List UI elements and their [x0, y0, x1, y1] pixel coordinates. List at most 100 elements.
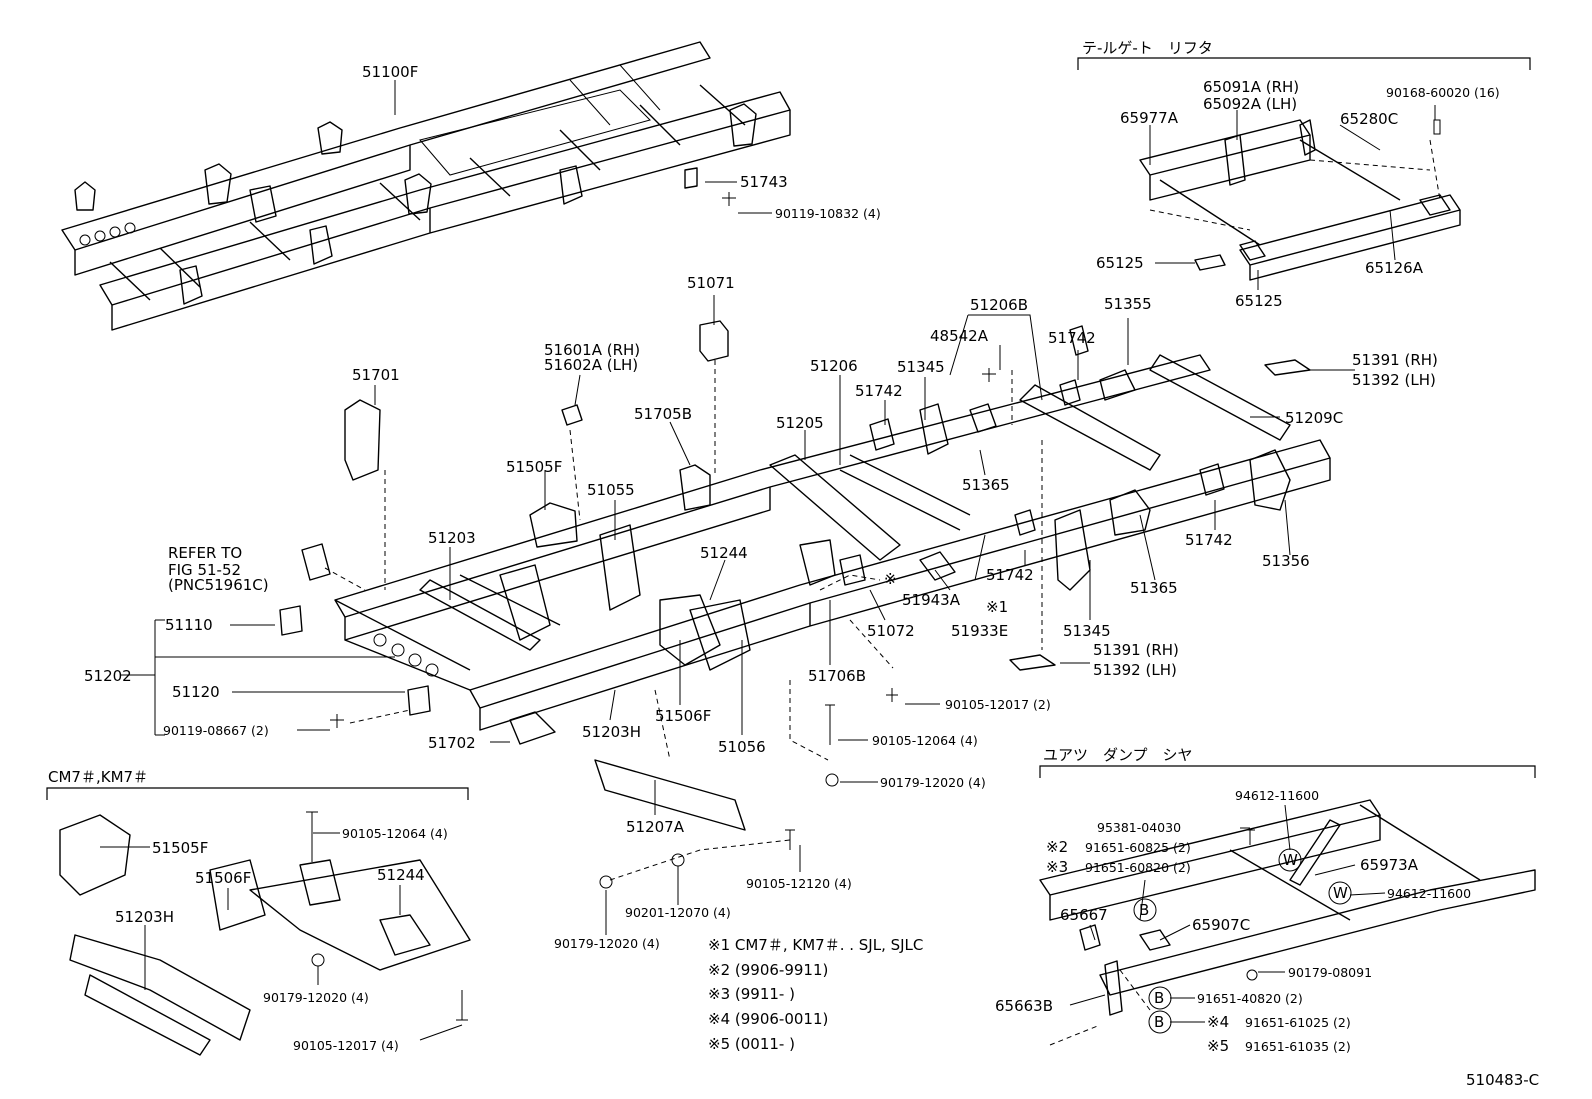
- label-damper-title: ユアツ ダンプ シヤ: [1043, 746, 1193, 764]
- label-mark5: ※5: [1207, 1037, 1229, 1055]
- label-65125-b: 65125: [1235, 292, 1283, 310]
- label-51702: 51702: [428, 734, 476, 752]
- label-65125-a: 65125: [1096, 254, 1144, 272]
- label-91651-60820: 91651-60820 (2): [1085, 860, 1191, 875]
- label-mark4: ※4: [1207, 1013, 1229, 1031]
- frame-assembly-illustration: [61, 41, 791, 331]
- note-5: ※5 (0011- ): [708, 1035, 795, 1053]
- label-90119-08667: 90119-08667 (2): [163, 723, 269, 738]
- cm7-km7-illustration: [46, 787, 471, 1056]
- label-cm-51244: 51244: [377, 866, 425, 884]
- circle-b-1: B: [1139, 901, 1149, 919]
- label-51602A: 51602A (LH): [544, 356, 638, 374]
- label-cm-51203H: 51203H: [115, 908, 174, 926]
- label-51110: 51110: [165, 616, 213, 634]
- label-65907C: 65907C: [1192, 916, 1250, 934]
- label-90179-12020b: 90179-12020 (4): [554, 936, 660, 951]
- label-51392-b: 51392 (LH): [1093, 661, 1177, 679]
- label-48542A: 48542A: [930, 327, 989, 345]
- label-90179-12020: 90179-12020 (4): [880, 775, 986, 790]
- label-51706B: 51706B: [808, 667, 866, 685]
- label-51742-b: 51742: [986, 566, 1034, 584]
- label-51355: 51355: [1104, 295, 1152, 313]
- label-91651-61035: 91651-61035 (2): [1245, 1039, 1351, 1054]
- label-cm-90105-12017: 90105-12017 (4): [293, 1038, 399, 1053]
- label-51933E: 51933E: [951, 622, 1008, 640]
- label-65973A: 65973A: [1360, 856, 1419, 874]
- label-51056: 51056: [718, 738, 766, 756]
- label-65091A: 65091A (RH): [1203, 78, 1299, 96]
- label-91651-61025: 91651-61025 (2): [1245, 1015, 1351, 1030]
- label-cm-90105-12064: 90105-12064 (4): [342, 826, 448, 841]
- label-51244: 51244: [700, 544, 748, 562]
- label-mark2: ※2: [1046, 838, 1068, 856]
- tailgate-lifter-illustration: [1077, 57, 1531, 281]
- label-65667: 65667: [1060, 906, 1108, 924]
- note-1: ※1 CM7＃, KM7＃. . SJL, SJLC: [708, 936, 923, 954]
- label-95381-04030: 95381-04030: [1097, 820, 1181, 835]
- label-51601A: 51601A (RH): [544, 341, 640, 359]
- label-51072: 51072: [867, 622, 915, 640]
- label-51742-a: 51742: [855, 382, 903, 400]
- label-91651-40820: 91651-40820 (2): [1197, 991, 1303, 1006]
- label-90179-08091: 90179-08091: [1288, 965, 1372, 980]
- label-51345-a: 51345: [897, 358, 945, 376]
- label-65280C: 65280C: [1340, 110, 1398, 128]
- label-51209C: 51209C: [1285, 409, 1343, 427]
- label-51071: 51071: [687, 274, 735, 292]
- label-94612-11600-a: 94612-11600: [1235, 788, 1319, 803]
- note-3: ※3 (9911- ): [708, 985, 795, 1003]
- label-51392-a: 51392 (LH): [1352, 371, 1436, 389]
- label-51120: 51120: [172, 683, 220, 701]
- label-51391-a: 51391 (RH): [1352, 351, 1438, 369]
- circle-b-2: B: [1154, 989, 1164, 1007]
- label-51356: 51356: [1262, 552, 1310, 570]
- note-4: ※4 (9906-0011): [708, 1010, 828, 1028]
- label-refer-fig: FIG 51-52: [168, 561, 241, 579]
- label-51203H: 51203H: [582, 723, 641, 741]
- circle-w-2: W: [1333, 884, 1348, 902]
- label-mark1-a: ※: [884, 570, 897, 588]
- label-90105-12064: 90105-12064 (4): [872, 733, 978, 748]
- label-51743: 51743: [740, 173, 788, 191]
- label-tailgate-title: テ-ルゲ-ト リフタ: [1082, 39, 1213, 57]
- label-51207A: 51207A: [626, 818, 685, 836]
- label-90201-12070: 90201-12070 (4): [625, 905, 731, 920]
- note-2: ※2 (9906-9911): [708, 961, 828, 979]
- label-51203: 51203: [428, 529, 476, 547]
- label-51055: 51055: [587, 481, 635, 499]
- figure-id: 510483-C: [1466, 1071, 1539, 1089]
- label-90105-12120: 90105-12120 (4): [746, 876, 852, 891]
- label-51205: 51205: [776, 414, 824, 432]
- label-65092A: 65092A (LH): [1203, 95, 1297, 113]
- label-51345-b: 51345: [1063, 622, 1111, 640]
- label-51742-d: 51742: [1185, 531, 1233, 549]
- circle-markers: B B B W W: [1133, 848, 1352, 1034]
- label-51365-a: 51365: [962, 476, 1010, 494]
- label-51701: 51701: [352, 366, 400, 384]
- label-65126A: 65126A: [1365, 259, 1424, 277]
- label-90105-12017: 90105-12017 (2): [945, 697, 1051, 712]
- label-65977A: 65977A: [1120, 109, 1179, 127]
- label-cm-51505F: 51505F: [152, 839, 208, 857]
- label-cm7-title: CM7＃,KM7＃: [48, 768, 148, 786]
- label-90119-10832: 90119-10832 (4): [775, 206, 881, 221]
- label-51705B: 51705B: [634, 405, 692, 423]
- label-51206: 51206: [810, 357, 858, 375]
- label-51202: 51202: [84, 667, 132, 685]
- circle-b-3: B: [1154, 1013, 1164, 1031]
- label-51506F: 51506F: [655, 707, 711, 725]
- label-90168-60020: 90168-60020 (16): [1386, 85, 1500, 100]
- label-refer-pnc: (PNC51961C): [168, 576, 269, 594]
- label-51742-c: 51742: [1048, 329, 1096, 347]
- label-51505F: 51505F: [506, 458, 562, 476]
- label-refer-to: REFER TO: [168, 544, 242, 562]
- exploded-frame-illustration: [279, 167, 1331, 889]
- label-91651-60825: 91651-60825 (2): [1085, 840, 1191, 855]
- circle-w-1: W: [1283, 851, 1298, 869]
- part-labels: 51100F 51743 90119-10832 (4) 51071 51601…: [48, 39, 1539, 1089]
- label-cm-51506F: 51506F: [195, 869, 251, 887]
- leader-lines: [100, 80, 1436, 1041]
- label-cm-90179-12020: 90179-12020 (4): [263, 990, 369, 1005]
